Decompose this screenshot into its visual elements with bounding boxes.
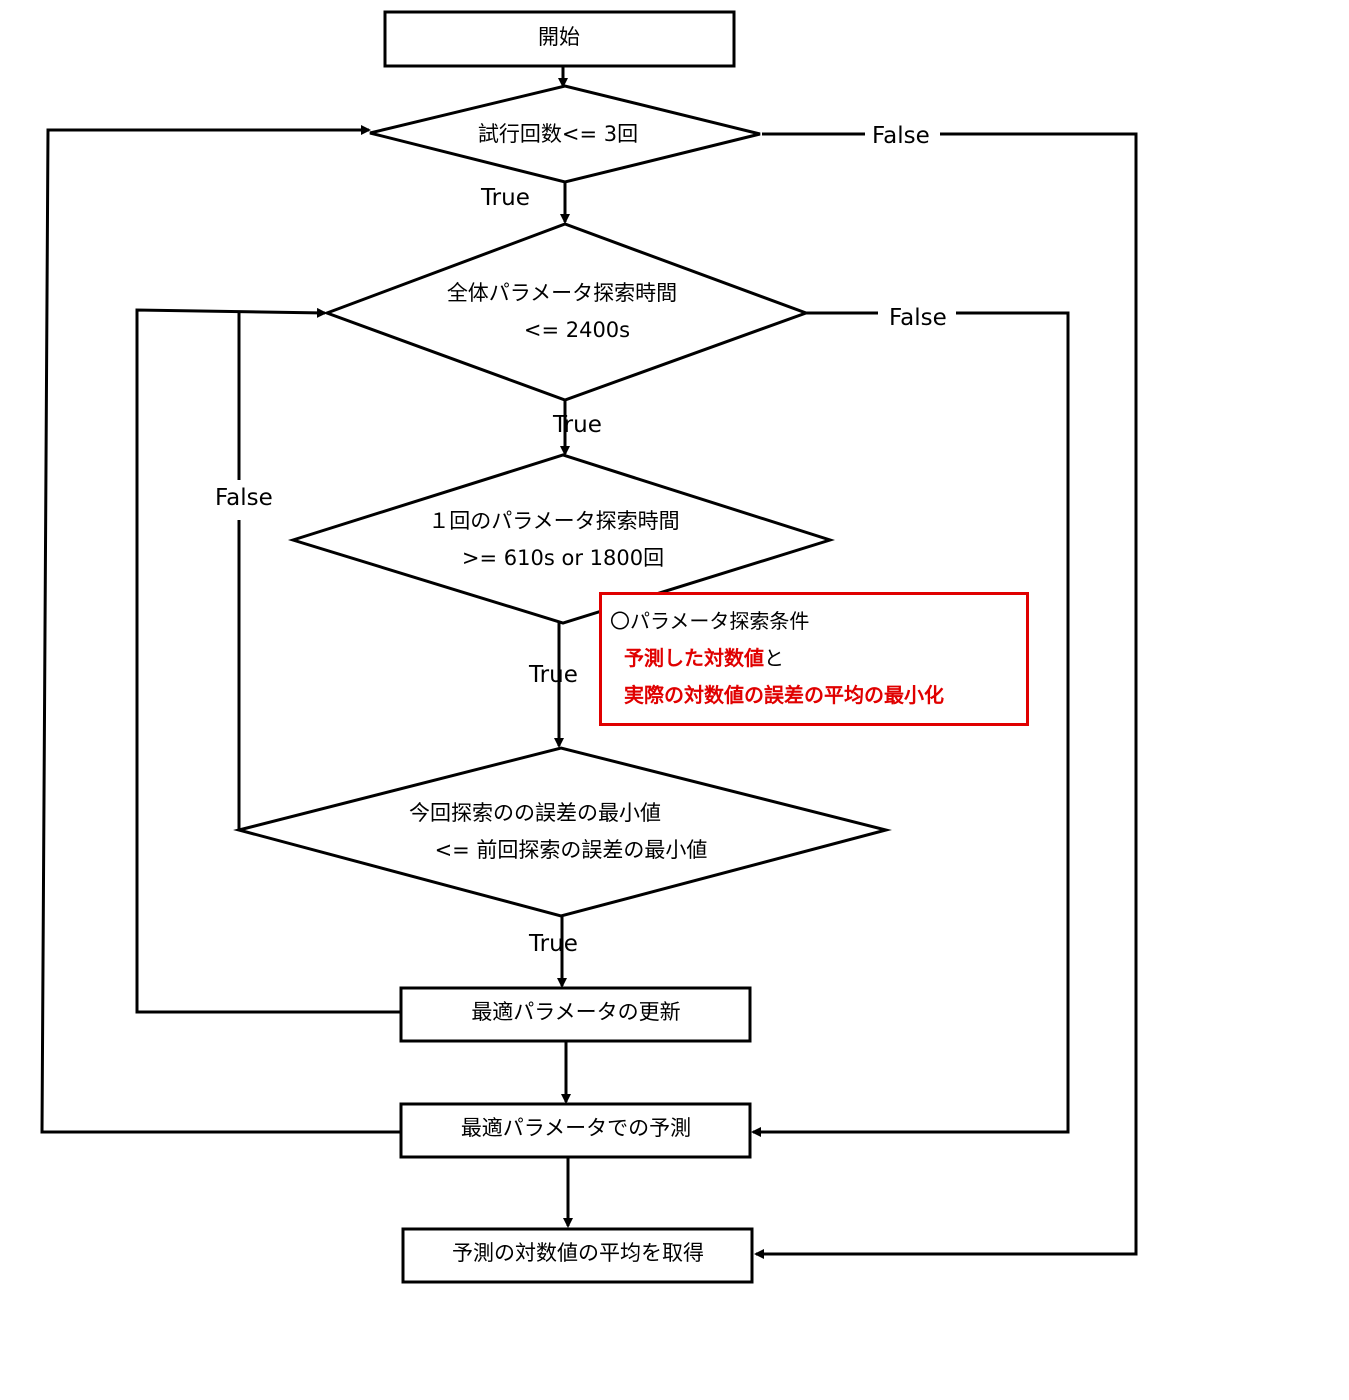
- total-time-decision: [322, 222, 811, 402]
- trial-decision: [369, 84, 761, 184]
- note-line-3: 実際の対数値の誤差の平均の最小化: [624, 679, 944, 708]
- label-true-single: True: [528, 662, 578, 688]
- single-time-text-2: >= 610s or 1800回: [462, 546, 664, 570]
- label-false-trial: False: [872, 123, 930, 149]
- line-loop-to-total: [135, 307, 400, 1014]
- label-false-error: False: [215, 485, 273, 511]
- total-time-text-2: <= 2400s: [524, 318, 630, 342]
- start-box: [383, 10, 736, 68]
- total-time-text-1: 全体パラメータ探索時間: [447, 281, 677, 305]
- note-line-2-highlight: 予測した対数値: [624, 646, 764, 670]
- label-true-total: True: [552, 412, 602, 438]
- update-params-box: [399, 986, 752, 1043]
- line-loop-to-trial: [40, 125, 400, 1134]
- note-line-2: 予測した対数値と: [624, 642, 784, 671]
- trial-cond-text: 試行回数<= 3回: [478, 122, 638, 146]
- error-compare-decision: [233, 746, 892, 918]
- line-trial-false-b: [754, 132, 1138, 1259]
- connectors: [40, 66, 1138, 1259]
- update-params-text: 最適パラメータの更新: [471, 1000, 680, 1024]
- predict-box: [399, 1102, 752, 1159]
- average-text: 予測の対数値の平均を取得: [452, 1241, 704, 1265]
- error-cmp-text-1: 今回探索のの誤差の最小値: [409, 801, 661, 825]
- label-true-error: True: [528, 931, 578, 957]
- average-box: [401, 1227, 754, 1284]
- note-title: 〇パラメータ探索条件: [610, 609, 810, 633]
- start-text: 開始: [538, 25, 580, 49]
- single-time-decision: [287, 453, 835, 625]
- line-total-false-b: [751, 311, 1070, 1137]
- predict-text: 最適パラメータでの予測: [461, 1116, 691, 1140]
- label-true-trial: True: [480, 185, 530, 211]
- search-condition-note: 〇パラメータ探索条件 予測した対数値と 実際の対数値の誤差の平均の最小化: [599, 592, 1029, 726]
- error-cmp-text-2: <= 前回探索の誤差の最小値: [435, 838, 708, 862]
- note-line-3-highlight: 実際の対数値の誤差の平均の最小化: [624, 683, 944, 707]
- label-false-total: False: [889, 305, 947, 331]
- single-time-text-1: １回のパラメータ探索時間: [428, 509, 679, 533]
- note-line-2-tail: と: [764, 646, 784, 670]
